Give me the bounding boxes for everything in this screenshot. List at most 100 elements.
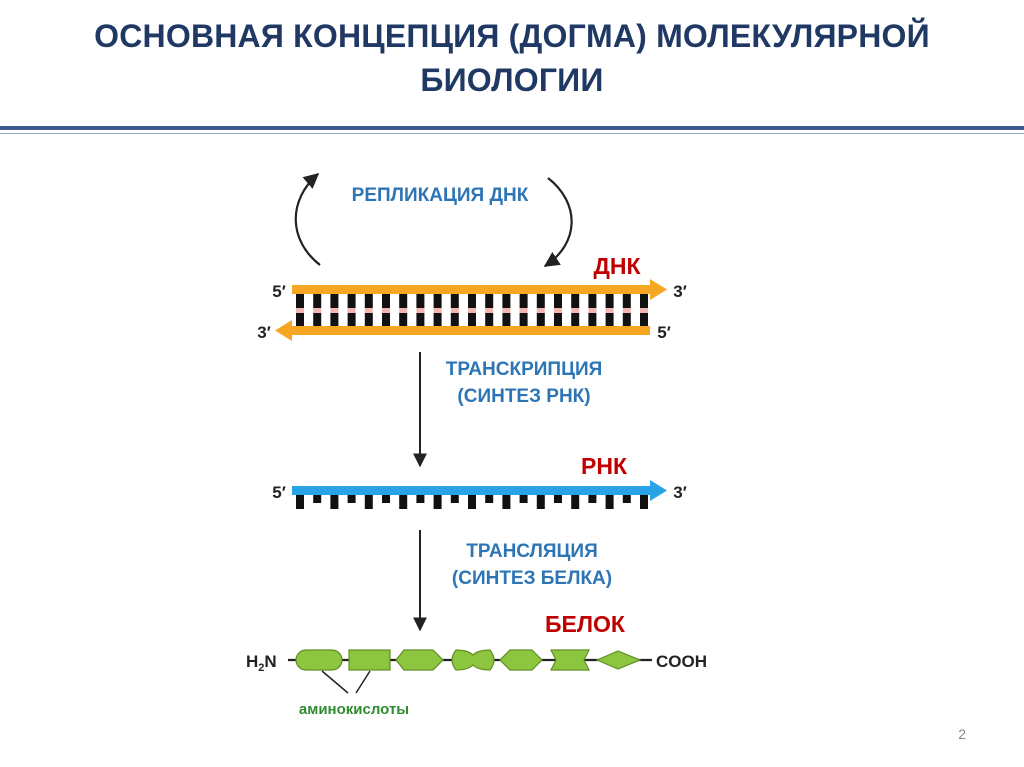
rna-base xyxy=(347,495,356,503)
dna-base-top xyxy=(502,294,511,308)
dna-top-strand-arrowhead xyxy=(650,279,667,300)
dna-base-top xyxy=(382,294,390,308)
dna-base-bottom xyxy=(382,313,390,326)
dna-base-top xyxy=(622,294,631,308)
dna-base-pair-link xyxy=(519,308,528,313)
rna-label: РНК xyxy=(581,453,628,479)
dna-base-bottom xyxy=(433,313,442,326)
amino-callout-line-2 xyxy=(355,670,371,694)
rna-base xyxy=(502,495,511,509)
dna-label: ДНК xyxy=(593,253,641,279)
dna-base-bottom xyxy=(571,313,580,326)
dna-base-pair-link xyxy=(468,308,476,313)
transcription-label: ТРАНСКРИПЦИЯ xyxy=(446,359,603,380)
dna-base-pair-link xyxy=(485,308,494,313)
rna-base xyxy=(588,495,597,503)
amino-acid-3 xyxy=(395,649,444,671)
rna-5prime: 5′ xyxy=(272,483,286,502)
dna-base-pair-link xyxy=(330,308,339,313)
dna-base-pair-link xyxy=(622,308,631,313)
rna-base xyxy=(399,495,408,509)
dna-base-bottom xyxy=(502,313,511,326)
rna-3prime: 3′ xyxy=(673,483,687,502)
dna-bottom-5prime: 5′ xyxy=(657,323,671,342)
translation-sublabel: (СИНТЕЗ БЕЛКА) xyxy=(452,568,612,589)
dna-base-bottom xyxy=(605,313,614,326)
rna-base xyxy=(605,495,614,509)
dna-base-top xyxy=(605,294,614,308)
dna-base-top xyxy=(313,294,322,308)
dna-base-top xyxy=(347,294,356,308)
title-divider-thick xyxy=(0,126,1024,130)
dna-base-pair-link xyxy=(588,308,597,313)
translation-label: ТРАНСЛЯЦИЯ xyxy=(466,541,597,562)
dna-base-pair-link xyxy=(640,308,648,313)
dna-base-top xyxy=(433,294,442,308)
dna-base-pair-link xyxy=(571,308,580,313)
dna-base-bottom xyxy=(347,313,356,326)
rna-base xyxy=(622,495,631,503)
rna-base xyxy=(382,495,390,503)
dna-top-5prime: 5′ xyxy=(272,282,286,301)
title-line-2: БИОЛОГИИ xyxy=(420,62,604,98)
amino-acid-1 xyxy=(295,649,343,671)
dna-base-pair-link xyxy=(364,308,373,313)
amino-acid-5 xyxy=(499,649,543,671)
rna-base xyxy=(640,495,648,509)
dna-base-bottom xyxy=(554,313,562,326)
replication-label: РЕПЛИКАЦИЯ ДНК xyxy=(352,185,529,206)
dna-base-pair-link xyxy=(399,308,408,313)
dna-base-pair-link xyxy=(382,308,390,313)
dna-base-bottom xyxy=(330,313,339,326)
amino-acid-2 xyxy=(348,649,391,671)
dna-base-top xyxy=(554,294,562,308)
dna-base-top xyxy=(536,294,545,308)
amino-acid-6 xyxy=(550,649,590,671)
amino-callout-line-1 xyxy=(321,670,349,694)
dna-base-pair-link xyxy=(313,308,322,313)
dna-base-pair-link xyxy=(296,308,304,313)
dna-base-bottom xyxy=(519,313,528,326)
dna-base-bottom xyxy=(536,313,545,326)
rna-base xyxy=(416,495,425,503)
rna-base xyxy=(519,495,528,503)
dna-base-bottom xyxy=(364,313,373,326)
dna-base-top xyxy=(588,294,597,308)
dna-base-bottom xyxy=(622,313,631,326)
dna-base-pair-link xyxy=(433,308,442,313)
dna-base-top xyxy=(364,294,373,308)
dna-top-3prime: 3′ xyxy=(673,282,687,301)
dna-base-bottom xyxy=(296,313,304,326)
rna-base xyxy=(296,495,304,509)
rna-base xyxy=(313,495,322,503)
dna-base-top xyxy=(416,294,425,308)
dna-base-bottom xyxy=(588,313,597,326)
dna-top-strand xyxy=(292,285,652,294)
dna-bottom-strand xyxy=(290,326,650,335)
dna-base-pairs xyxy=(296,294,648,326)
rna-base xyxy=(364,495,373,509)
dna-base-bottom xyxy=(416,313,425,326)
dna-base-top xyxy=(399,294,408,308)
amino-acid-chain xyxy=(295,649,642,671)
dna-base-bottom xyxy=(399,313,408,326)
dna-bottom-strand-arrowhead xyxy=(275,320,292,341)
replication-arrow-right xyxy=(543,177,573,267)
dna-base-pair-link xyxy=(416,308,425,313)
rna-base xyxy=(330,495,339,509)
dna-base-pair-link xyxy=(554,308,562,313)
dna-base-pair-link xyxy=(347,308,356,313)
dna-base-top xyxy=(571,294,580,308)
page-number: 2 xyxy=(958,726,966,742)
n-terminus: H2N xyxy=(246,652,277,674)
dna-base-top xyxy=(640,294,648,308)
dna-bottom-3prime: 3′ xyxy=(257,323,271,342)
amino-acids-label: аминокислоты xyxy=(299,701,409,718)
dna-base-bottom xyxy=(640,313,648,326)
dna-base-top xyxy=(468,294,476,308)
title-line-1: ОСНОВНАЯ КОНЦЕПЦИЯ (ДОГМА) МОЛЕКУЛЯРНОЙ xyxy=(94,18,930,54)
rna-base xyxy=(571,495,580,509)
dna-base-bottom xyxy=(450,313,459,326)
dna-base-top xyxy=(519,294,528,308)
